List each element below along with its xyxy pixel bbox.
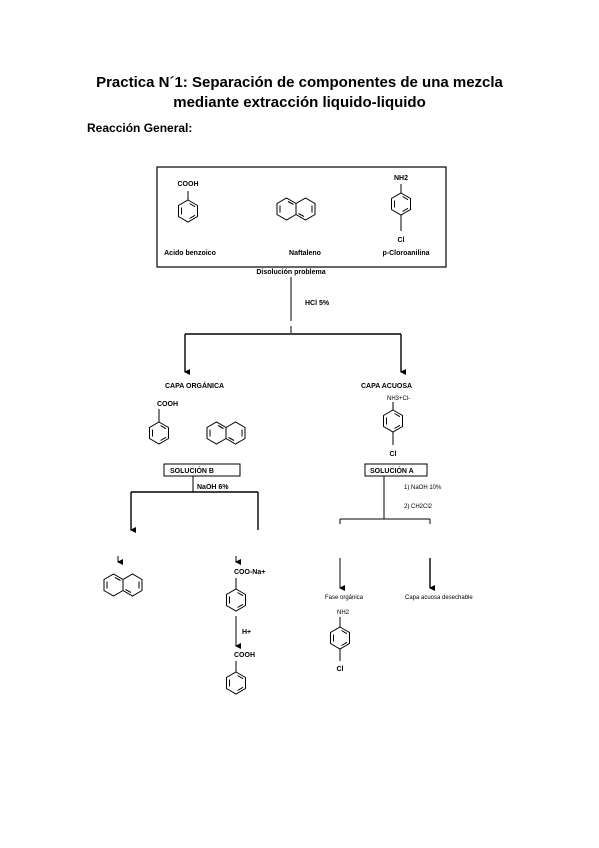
- product-naphthalene-structure: [103, 573, 143, 597]
- solution-a-box: [364, 463, 428, 477]
- naphthalene-name-label: Naftaleno: [289, 250, 321, 257]
- chloroaniline-name-label: p-Cloroanilina: [382, 250, 429, 257]
- problem-solution-label: Disolución problema: [256, 269, 325, 276]
- benzoic-acid-structure: [178, 191, 198, 223]
- h-reagent-label: H+: [242, 629, 251, 636]
- phase-chloroaniline-structure: [330, 617, 350, 661]
- hcl-reagent-label: HCl 5%: [305, 300, 330, 307]
- organic-acid-structure: [149, 409, 169, 445]
- aqueous-layer-label: CAPA ACUOSA: [361, 383, 412, 390]
- naphthalene-structure: [276, 197, 316, 221]
- organic-acid-group-label: COOH: [157, 401, 178, 408]
- organic-naphthalene-structure: [206, 421, 246, 445]
- title-line-2: mediante extracción liquido-liquido: [173, 94, 426, 111]
- amine-sub-label: Cl: [398, 237, 405, 244]
- phase-amine-sub-label: Cl: [337, 666, 344, 673]
- final-acid-group-label: COOH: [234, 652, 255, 659]
- acid-name-label: Acido benzoico: [164, 250, 216, 257]
- acid-group-label: COOH: [178, 181, 199, 188]
- solution-b-box: [163, 463, 241, 477]
- compounds-box: [156, 166, 447, 268]
- section-subheading: Reacción General:: [87, 121, 193, 135]
- organic-layer-label: CAPA ORGÁNICA: [165, 381, 224, 390]
- naoh-a-reagent-label: 1) NaOH 10%: [404, 485, 442, 491]
- naoh-b-reagent-label: NaOH 6%: [197, 484, 229, 491]
- amine-group-label: NH2: [394, 175, 408, 182]
- aqueous-salt-structure: [383, 402, 403, 445]
- chloroaniline-structure: [391, 184, 411, 231]
- solution-a-label: SOLUCIÓN A: [370, 466, 414, 475]
- solution-b-label: SOLUCIÓN B: [170, 466, 214, 475]
- aqueous-waste-label: Capa acuosa desechable: [405, 595, 473, 601]
- aqueous-salt-group-label: NH3+Cl-: [387, 396, 410, 402]
- phase-amine-group-label: NH2: [337, 610, 350, 616]
- benzoate-structure: [226, 578, 246, 612]
- recovered-acid-structure: [226, 661, 246, 695]
- aqueous-salt-sub-label: Cl: [390, 451, 397, 458]
- title-line-1: Practica N´1: Separación de componentes …: [96, 74, 503, 91]
- organic-phase-label: Fase orgánica: [325, 595, 364, 601]
- salt-group-label: COO-Na+: [234, 569, 265, 576]
- ch2cl2-reagent-label: 2) CH2Cl2: [404, 504, 433, 510]
